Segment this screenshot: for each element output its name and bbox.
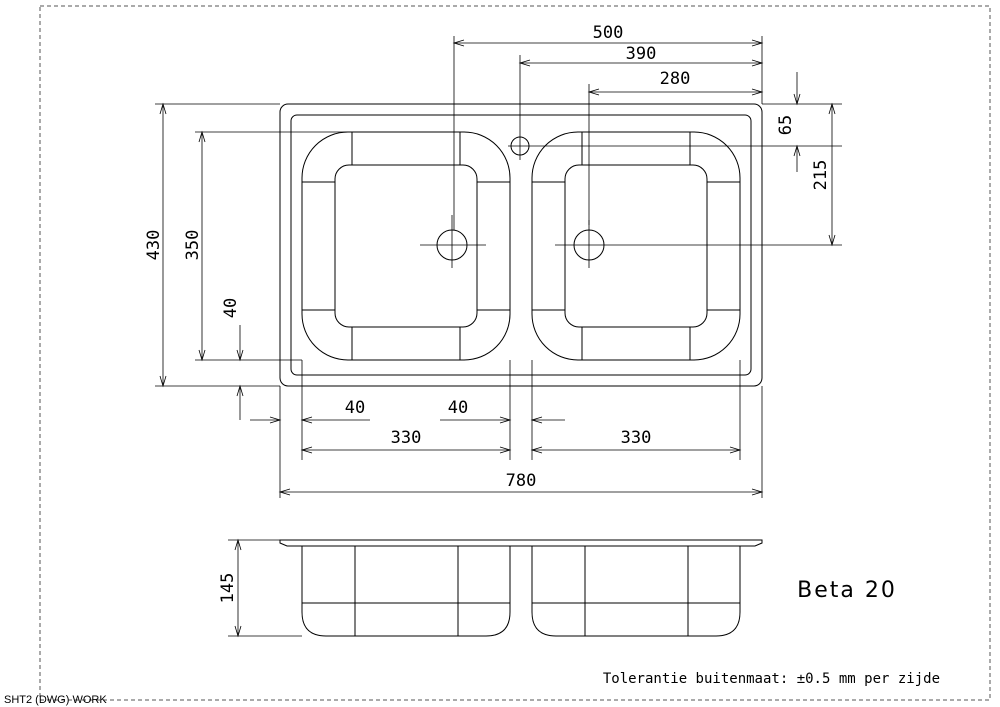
- dim-215: 215: [811, 160, 831, 191]
- sheet-footer-label: SHT2 (DWG) WORK: [4, 694, 107, 706]
- dim-330-left: 330: [391, 428, 422, 448]
- dim-350: 350: [183, 230, 203, 261]
- dim-40-divider: 40: [448, 398, 468, 418]
- right-bowl: [531, 131, 741, 361]
- model-title: Beta 20: [797, 578, 897, 603]
- bottom-dimensions: [250, 360, 764, 498]
- dim-500: 500: [593, 23, 624, 43]
- top-dimensions: [452, 36, 764, 230]
- dim-280: 280: [660, 69, 691, 89]
- tolerance-note: Tolerantie buitenmaat: ±0.5 mm per zijde: [603, 671, 940, 687]
- dim-430: 430: [144, 230, 164, 261]
- left-dimensions: [155, 102, 452, 420]
- sheet-frame: [39, 5, 991, 701]
- dim-780: 780: [506, 471, 537, 491]
- dim-330-right: 330: [621, 428, 652, 448]
- dim-40-vertical: 40: [221, 298, 241, 318]
- dim-390: 390: [626, 44, 657, 64]
- dim-145: 145: [218, 573, 238, 604]
- dim-40-left: 40: [345, 398, 365, 418]
- sink-side-view: [228, 538, 763, 638]
- right-dimensions: [762, 72, 842, 247]
- sink-top-view: [279, 103, 842, 387]
- left-bowl: [301, 131, 511, 361]
- dim-65: 65: [776, 115, 796, 135]
